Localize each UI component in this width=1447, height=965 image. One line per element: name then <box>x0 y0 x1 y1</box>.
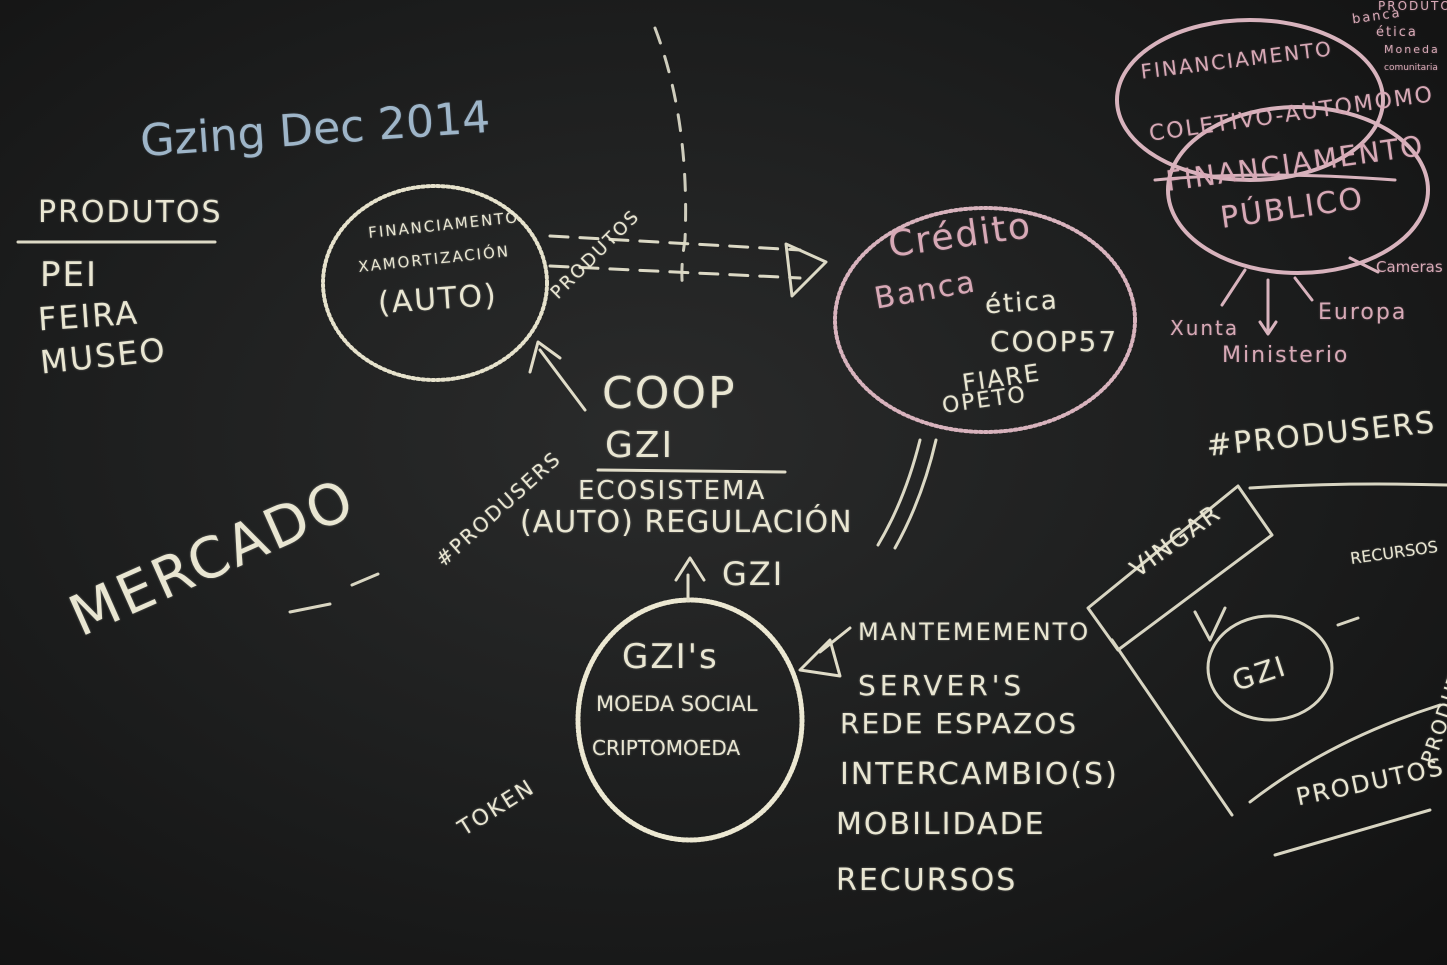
mercado-dash-1 <box>288 602 332 614</box>
target-europa: Europa <box>1318 300 1408 325</box>
gzi-underline <box>596 468 787 474</box>
dashed-divider <box>653 26 688 292</box>
list-item-3: REDE ESPAZOS <box>840 707 1079 740</box>
moeda-line3: CRIPTOMOEDA <box>592 736 741 760</box>
moeda-up-head <box>674 556 706 582</box>
arrow-ministerio-head <box>1258 320 1278 336</box>
arrow-to-auto-head <box>528 340 562 374</box>
corner-note-3: ética <box>1376 25 1418 40</box>
mercado-dash-2 <box>350 572 380 587</box>
arrow-to-auto-shaft <box>538 348 587 412</box>
target-cameras: Cameras <box>1376 258 1443 276</box>
list-arrow-shaft <box>818 626 852 654</box>
center-regulacion: (AUTO) REGULACIÓN <box>520 505 853 540</box>
produsers-box <box>1086 484 1274 652</box>
moeda-circle <box>575 597 805 843</box>
moeda-line1: GZI's <box>622 637 719 677</box>
produsers-top-line <box>1248 482 1447 490</box>
coletivo-oval <box>1115 18 1385 182</box>
produsers-line-down <box>1110 638 1234 817</box>
list-item-6: RECURSOS <box>836 863 1018 898</box>
credito-circle <box>833 206 1137 434</box>
auto-circle-line3: (AUTO) <box>376 277 499 322</box>
arrow-cameras <box>1348 256 1380 274</box>
credito-line4: COOP57 <box>990 325 1119 358</box>
credito-link-b <box>893 438 938 550</box>
arrow-xunta <box>1220 268 1247 307</box>
list-item-4: INTERCAMBIO(S) <box>840 757 1119 792</box>
produsers-gzi-circle <box>1206 614 1334 722</box>
dashed-arrow-top <box>548 234 802 252</box>
list-item-1: MANTEMEMENTO <box>858 618 1091 646</box>
produtos-item-pei: PEI <box>40 255 99 295</box>
oval-divider <box>1153 173 1397 182</box>
list-arrow-head <box>798 638 842 678</box>
arrow-head-credito <box>784 242 828 298</box>
dashed-arrow-bottom <box>548 264 802 280</box>
center-gzi: GZI <box>605 425 675 466</box>
corner-note-4: Moneda <box>1384 43 1440 56</box>
produsers-side-mark <box>1336 616 1360 627</box>
moeda-line2: MOEDA SOCIAL <box>596 692 758 716</box>
produsers-underline <box>1273 808 1432 857</box>
target-ministerio: Ministerio <box>1222 343 1350 368</box>
center-ecosistema: ECOSISTEMA <box>578 476 767 506</box>
list-item-5: MOBILIDADE <box>836 807 1046 842</box>
list-item-2: SERVER'S <box>858 669 1026 702</box>
center-gzi-short: GZI <box>722 555 785 593</box>
publico-oval <box>1166 105 1430 275</box>
produsers-bottom-arc <box>1248 703 1442 804</box>
credito-link-a <box>876 438 922 547</box>
auto-circle <box>321 184 549 382</box>
target-xunta: Xunta <box>1170 316 1240 340</box>
corner-note-1: PRODUTOS <box>1378 0 1447 13</box>
credito-line3: ética <box>984 285 1060 321</box>
produsers-pointer <box>1193 606 1227 642</box>
corner-note-5: comunitaria <box>1384 63 1438 73</box>
produtos-item-feira: FEIRA <box>36 293 141 339</box>
produtos-heading: PRODUTOS <box>38 195 223 230</box>
center-coop: COOP <box>602 368 737 419</box>
arrow-europa <box>1293 276 1314 302</box>
